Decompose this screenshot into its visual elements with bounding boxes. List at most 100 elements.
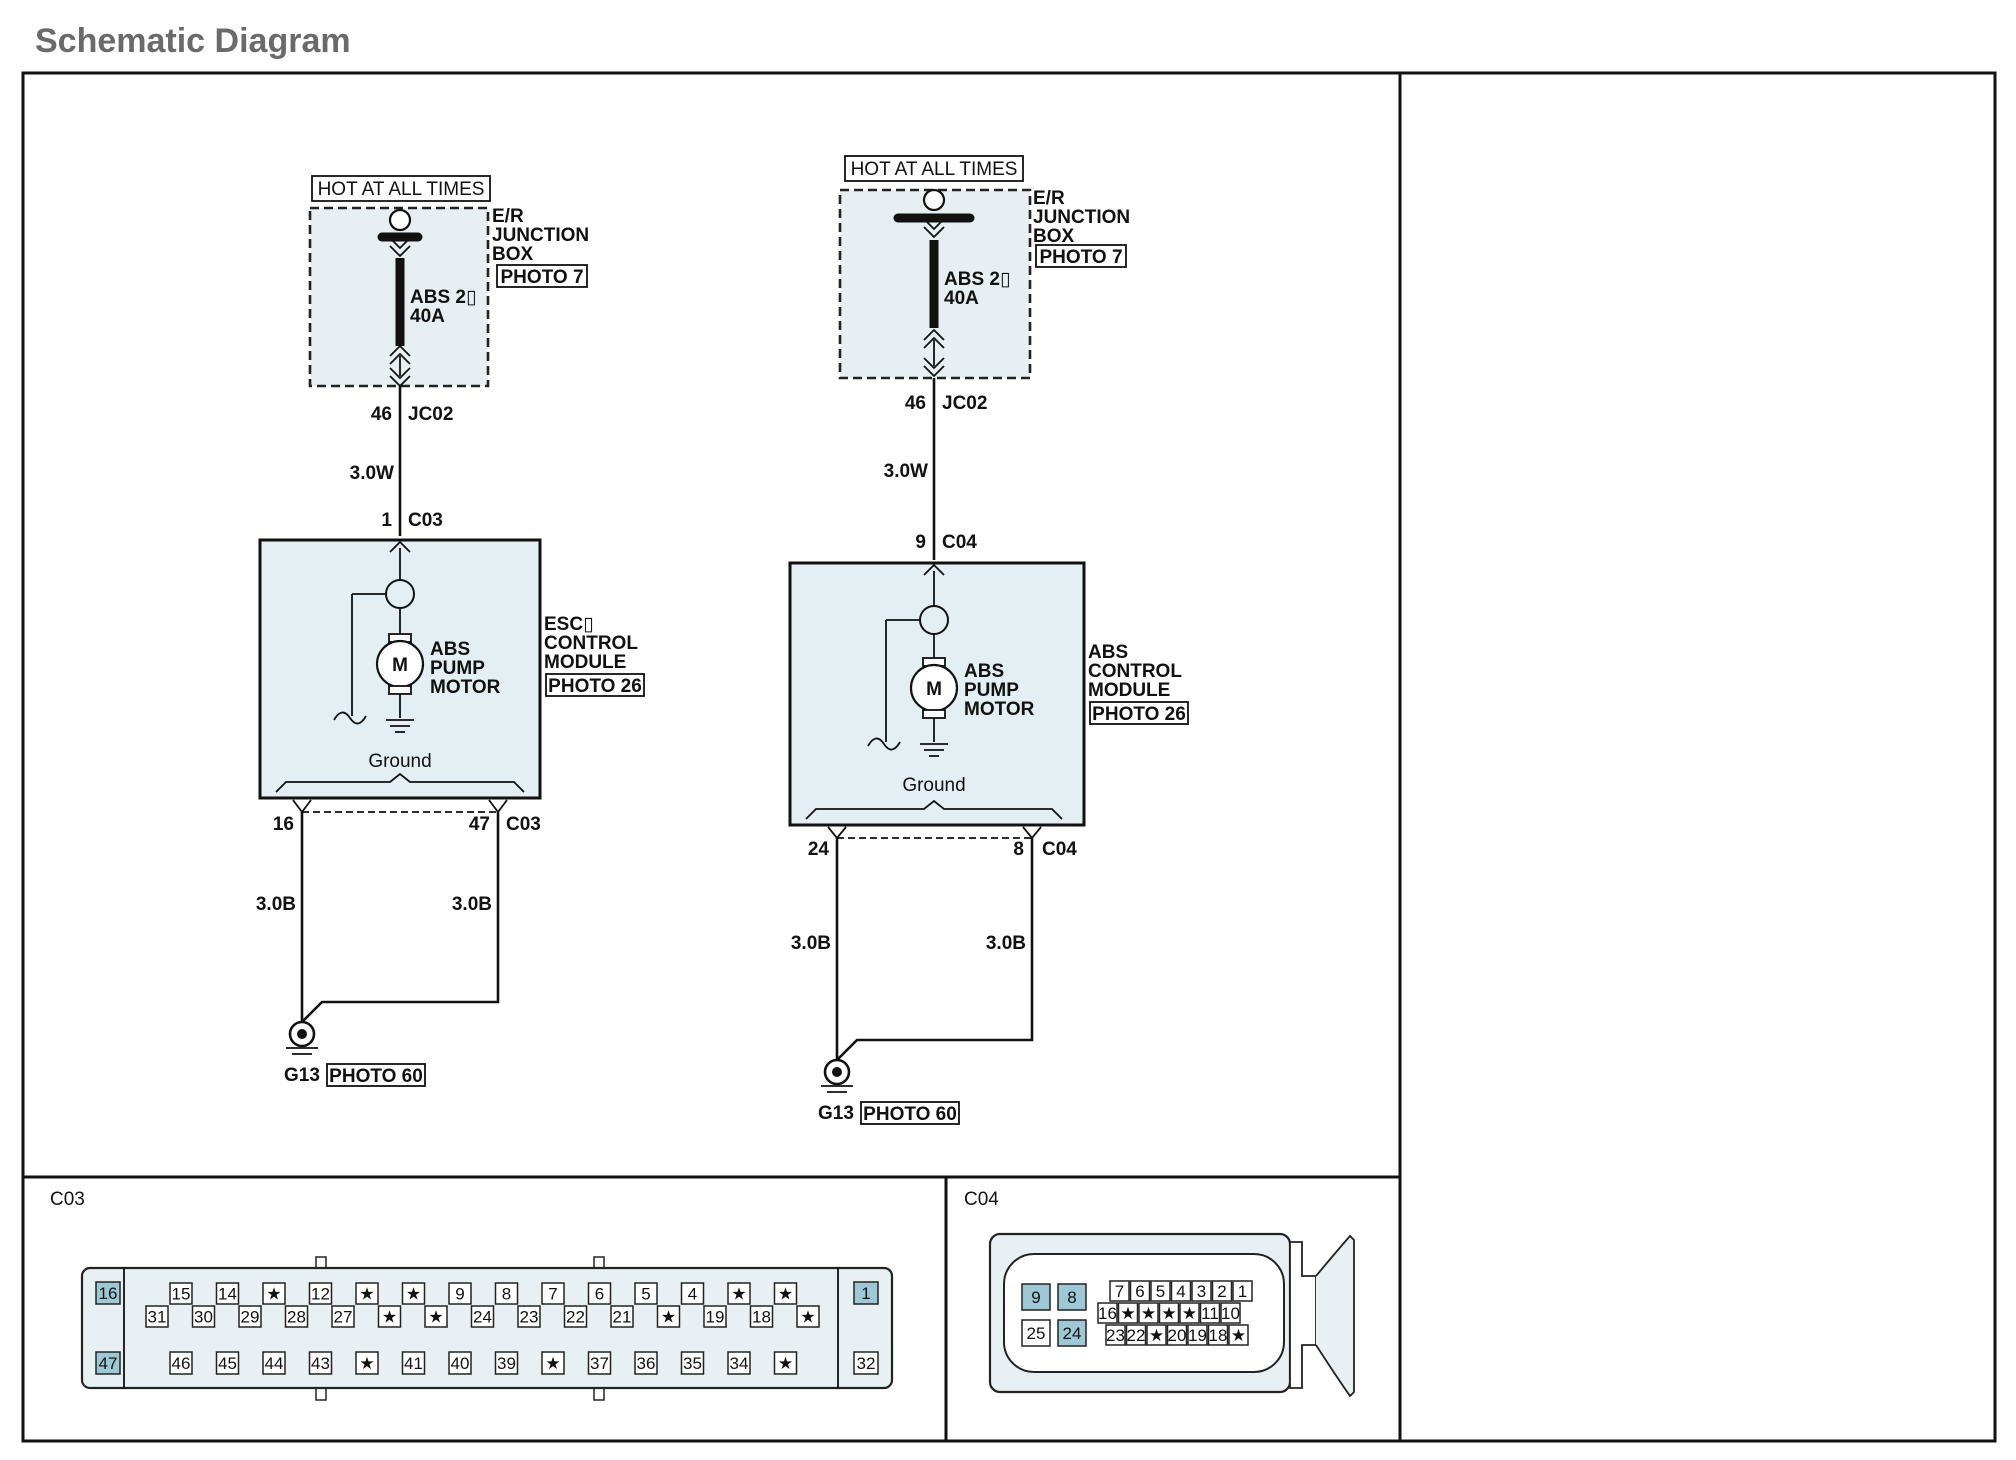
c03-pin-cell (355, 1351, 379, 1375)
c03-pin: 30 (194, 1308, 213, 1327)
c03-pin: 41 (404, 1354, 423, 1373)
c03-pin-cell (169, 1351, 193, 1375)
c04-pin: 3 (1197, 1282, 1206, 1301)
c04-pin: 22 (1127, 1326, 1146, 1345)
module-connector: C03 (408, 510, 443, 531)
c03-pin-cell (494, 1282, 519, 1305)
ground-bracket (275, 772, 525, 793)
c03-pin-cell (331, 1305, 355, 1328)
c03-pin-cell (262, 1282, 286, 1305)
junction-box-label-2: JUNCTION (1033, 207, 1130, 228)
c04-pin-cell (1179, 1302, 1200, 1324)
jc-pin: 46 (905, 393, 926, 414)
c03-pin: 15 (172, 1285, 191, 1304)
right-circuit: HOT AT ALL TIMES ABS 2▯ 40A E/R JUNCTION… (788, 155, 1189, 1125)
c04-pin: 23 (1106, 1326, 1125, 1345)
ground-wire-right-label: 3.0B (986, 933, 1026, 954)
ground-label: Ground (368, 751, 431, 772)
ground-pin-left: 24 (808, 839, 830, 860)
c04-pin-cell (1220, 1302, 1241, 1324)
c03-pin-cell (401, 1351, 426, 1375)
c03-pin: 14 (218, 1285, 237, 1304)
c04-pin: ★ (1120, 1304, 1135, 1323)
module-connector: C04 (942, 532, 977, 553)
c04-pin-cell (1097, 1302, 1118, 1324)
c04-pin-cell (1021, 1283, 1051, 1311)
c04-pin: 19 (1188, 1326, 1207, 1345)
c03-pin-cell (377, 1305, 402, 1328)
c03-pin-cell (610, 1305, 634, 1328)
c03-pin-cell (634, 1351, 658, 1375)
c03-pin-cell (773, 1282, 798, 1305)
c03-pin: 35 (683, 1354, 702, 1373)
c03-pin: 34 (730, 1354, 749, 1373)
junction-box-label-3: BOX (1033, 226, 1075, 247)
c03-pin-cell (541, 1351, 565, 1375)
c03-pin-cell (494, 1351, 519, 1375)
motor-symbol: M (392, 655, 408, 676)
power-label: HOT AT ALL TIMES (851, 159, 1018, 180)
c03-pin-cell (448, 1351, 472, 1375)
c04-pin-cell (1211, 1280, 1233, 1302)
c03-pin-cell (727, 1351, 751, 1375)
c03-pin-cell (517, 1305, 541, 1328)
motor-label-1: ABS (964, 661, 1004, 682)
ground-point: G13 (818, 1103, 854, 1124)
c04-pin-cell (1191, 1280, 1212, 1302)
jc-pin: 46 (371, 404, 392, 425)
c03-pin: ★ (661, 1308, 676, 1327)
c04-pin: 2 (1217, 1282, 1226, 1301)
power-label-box (844, 155, 1024, 182)
c04-pin: 1 (1238, 1282, 1247, 1301)
c03-pin: 6 (595, 1285, 604, 1304)
ground-wire-right-label: 3.0B (452, 894, 492, 915)
c04-pin-cell (1021, 1319, 1051, 1347)
ground-wire-right (301, 812, 500, 1023)
c03-pin: 40 (451, 1354, 470, 1373)
ground-wire-right (836, 838, 1034, 1061)
supply-wire-label: 3.0W (350, 463, 394, 484)
c03-pin: 4 (688, 1285, 697, 1304)
c03-pin-cell (238, 1305, 262, 1328)
c03-pin: 16 (99, 1284, 118, 1303)
c03-pin-cell (587, 1282, 612, 1305)
c04-pin: 11 (1201, 1304, 1219, 1323)
c03-pin-cell (95, 1351, 121, 1375)
ground-pin-right: 47 (469, 814, 490, 835)
c03-pin: 31 (148, 1308, 167, 1327)
junction-box-photo: PHOTO 7 (1039, 247, 1122, 268)
c03-pin: ★ (800, 1308, 815, 1327)
connector-c03-label: C03 (50, 1189, 85, 1210)
c03-pin: ★ (382, 1308, 397, 1327)
module-pin: 1 (381, 510, 392, 531)
junction-box-label-1: E/R (1033, 188, 1065, 209)
c03-pin: 24 (473, 1308, 492, 1327)
power-label-box (311, 175, 491, 202)
c04-pin-cell (1105, 1324, 1126, 1346)
ground-photo: PHOTO 60 (329, 1066, 423, 1087)
power-terminal-icon (922, 188, 946, 212)
c03-pin: 28 (287, 1308, 306, 1327)
c03-pin: ★ (545, 1354, 560, 1373)
ground-wire-left-label: 3.0B (791, 933, 831, 954)
c04-pin-cell (1057, 1319, 1087, 1347)
module-photo-box (545, 673, 645, 697)
c03-pin-cell (680, 1351, 705, 1375)
motor-label-2: PUMP (964, 680, 1019, 701)
ground-point: G13 (284, 1065, 320, 1086)
module-photo-box (1089, 701, 1189, 725)
c03-pin: 39 (497, 1354, 516, 1373)
c04-pin-cell (1150, 1280, 1171, 1302)
ground-photo-box (860, 1101, 960, 1125)
c04-pin: ★ (1182, 1304, 1197, 1323)
c04-pin-cell (1057, 1283, 1087, 1311)
c03-pin: 9 (455, 1285, 464, 1304)
c03-pin-cell (853, 1281, 879, 1305)
c03-pin-cell (191, 1305, 216, 1328)
c04-pin-cell (1109, 1280, 1130, 1302)
c03-pin-cell (284, 1305, 309, 1328)
motor-symbol: M (926, 679, 942, 700)
